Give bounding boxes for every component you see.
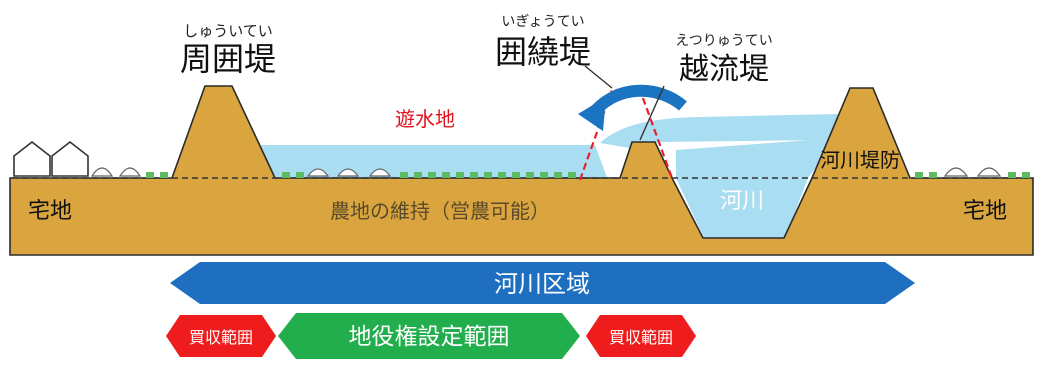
river-water: [676, 138, 838, 238]
river-area-band: [170, 262, 915, 304]
acquisition-label-left: 買収範囲: [189, 328, 253, 347]
residential-label-left: 宅地: [28, 199, 72, 224]
overflow-arrow-head: [578, 97, 606, 131]
overflow-levee-label: 越流堤: [679, 52, 769, 87]
easement-badge: [278, 313, 580, 359]
surrounding-levee-label: 囲繞堤: [495, 33, 591, 71]
river-water-upper: [600, 114, 838, 148]
outer-levee-label: 周囲堤: [180, 40, 276, 78]
levee-ruby-igyoutei: いぎょうてい: [501, 14, 584, 30]
crop-row-icons: [146, 172, 1030, 178]
river-levee-label: 河川堤防: [820, 148, 900, 172]
levee-ruby-etsuryuutei: えつりゅうてい: [675, 33, 773, 49]
leader-line: [584, 65, 613, 89]
river-label: 河川: [720, 189, 764, 214]
house-icon: [13, 140, 89, 177]
acquisition-badge-right: [586, 315, 696, 357]
retention-water: [248, 145, 608, 180]
river-area-label: 河川区域: [494, 270, 590, 298]
levee-ruby-shuitei: しゅういてい: [183, 22, 273, 40]
farmland-label: 農地の維持（営農可能）: [330, 199, 550, 223]
acquisition-badge-left: [166, 315, 276, 357]
overflow-arrow: [591, 84, 687, 115]
residential-label-right: 宅地: [963, 199, 1007, 224]
surrounding-levee-outline: [578, 88, 674, 181]
retention-basin-label: 遊水地: [395, 107, 455, 131]
greenhouse-icon: [90, 167, 1002, 177]
easement-label: 地役権設定範囲: [349, 324, 510, 350]
acquisition-label-right: 買収範囲: [609, 328, 673, 347]
leader-line: [639, 85, 665, 141]
